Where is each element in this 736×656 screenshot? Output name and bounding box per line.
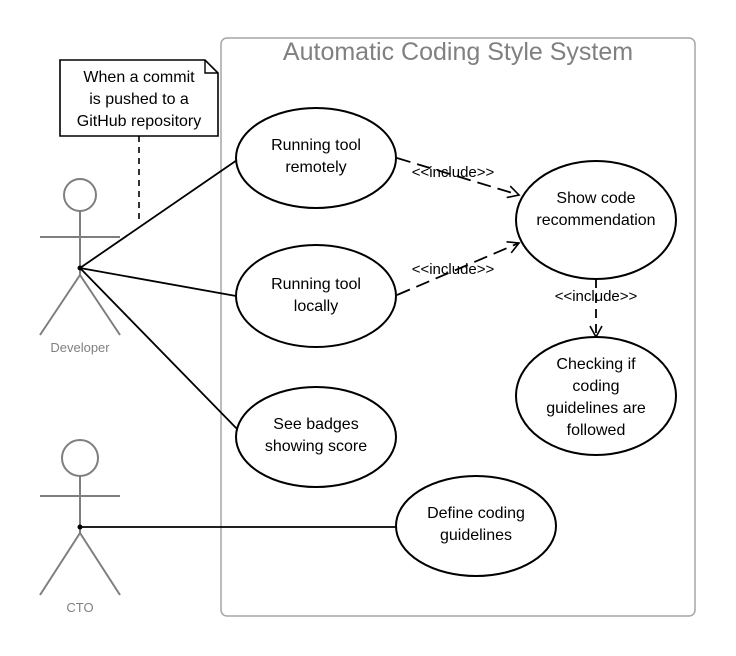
developer-label: Developer: [50, 340, 110, 355]
use-case-running-remotely[interactable]: Running tool remotely: [235, 107, 397, 209]
use-case-text: Running tool: [271, 137, 361, 154]
cto-actor[interactable]: [39, 439, 121, 596]
use-case-running-locally[interactable]: Running tool locally: [235, 244, 397, 348]
note: When a commit is pushed to a GitHub repo…: [59, 59, 219, 137]
use-case-checking-guidelines[interactable]: Checking if coding guidelines are follow…: [515, 336, 677, 456]
use-case-text: Checking if: [556, 356, 636, 373]
include-remote-label: <<include>>: [412, 164, 495, 181]
include-remote-arrow: [396, 157, 521, 199]
use-case-text: coding: [572, 378, 619, 395]
use-case-text: followed: [567, 422, 626, 439]
use-case-text: recommendation: [536, 212, 655, 229]
use-case-text: locally: [294, 298, 338, 315]
cto-anchor-dot: [77, 524, 83, 530]
system-title: Automatic Coding Style System: [283, 38, 633, 66]
include-check-label: <<include>>: [555, 288, 638, 305]
use-case-text: See badges: [273, 416, 358, 433]
developer-anchor-dot: [77, 265, 83, 271]
note-line-1: When a commit: [83, 69, 195, 86]
use-case-show-recommendation[interactable]: Show code recommendation: [515, 160, 677, 280]
use-case-text: remotely: [285, 159, 346, 176]
use-case-text: Show code: [556, 190, 635, 207]
use-case-text: guidelines: [440, 527, 512, 544]
use-case-text: Define coding: [427, 505, 525, 522]
use-case-text: Running tool: [271, 276, 361, 293]
include-local-arrow: [396, 240, 521, 296]
association-developer-remote: [79, 157, 241, 269]
use-case-text: guidelines are: [546, 400, 646, 417]
use-case-define-guidelines[interactable]: Define coding guidelines: [395, 475, 557, 577]
use-case-see-badges[interactable]: See badges showing score: [235, 386, 397, 488]
association-developer-badges: [79, 267, 241, 433]
include-local-label: <<include>>: [412, 261, 495, 278]
developer-actor[interactable]: [39, 178, 121, 336]
note-line-2: is pushed to a: [89, 91, 189, 108]
use-case-text: showing score: [265, 438, 367, 455]
note-line-3: GitHub repository: [77, 113, 202, 130]
association-developer-local: [79, 267, 237, 297]
system-boundary: [220, 37, 696, 617]
cto-label: CTO: [66, 600, 93, 615]
